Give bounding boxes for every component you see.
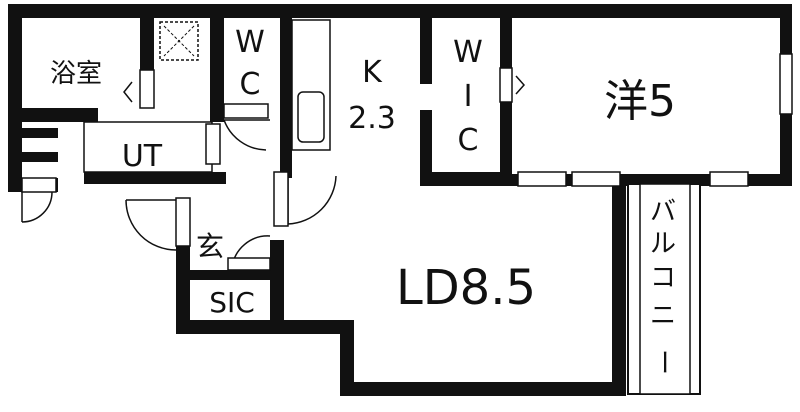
balcony-char-3: コ [650,263,676,293]
balcony-char-2: ル [650,229,676,259]
kitchen-sink [297,91,325,143]
washer-x2 [163,25,195,57]
balcony-char-4: ニ [650,301,676,331]
balcony-char-5: ー [648,349,678,375]
wic-label-w: W [453,35,483,70]
utility-label: UT [122,139,163,174]
shoe-closet-label: SIC [209,286,255,319]
kitchen-size: 2.3 [348,101,396,136]
interior-walls [8,18,154,162]
entrance-label: 玄 [196,230,224,263]
living-dining-label: LD8.5 [396,260,536,316]
western-room-label: 洋5 [604,76,676,127]
ut-cabinet [83,121,213,173]
windows [517,53,793,187]
doors [21,67,526,271]
toilet-label-c: C [240,67,261,102]
balcony-label: バ ル コ ニ ー [648,197,678,375]
toilet-label-w: W [235,25,265,60]
kitchen-label: K [362,55,383,90]
bath-label: 浴室 [50,59,102,89]
balcony [627,183,701,395]
wic-label-i: I [464,79,473,114]
balcony-char-1: バ [650,197,676,227]
wic-label-c: C [458,123,479,158]
